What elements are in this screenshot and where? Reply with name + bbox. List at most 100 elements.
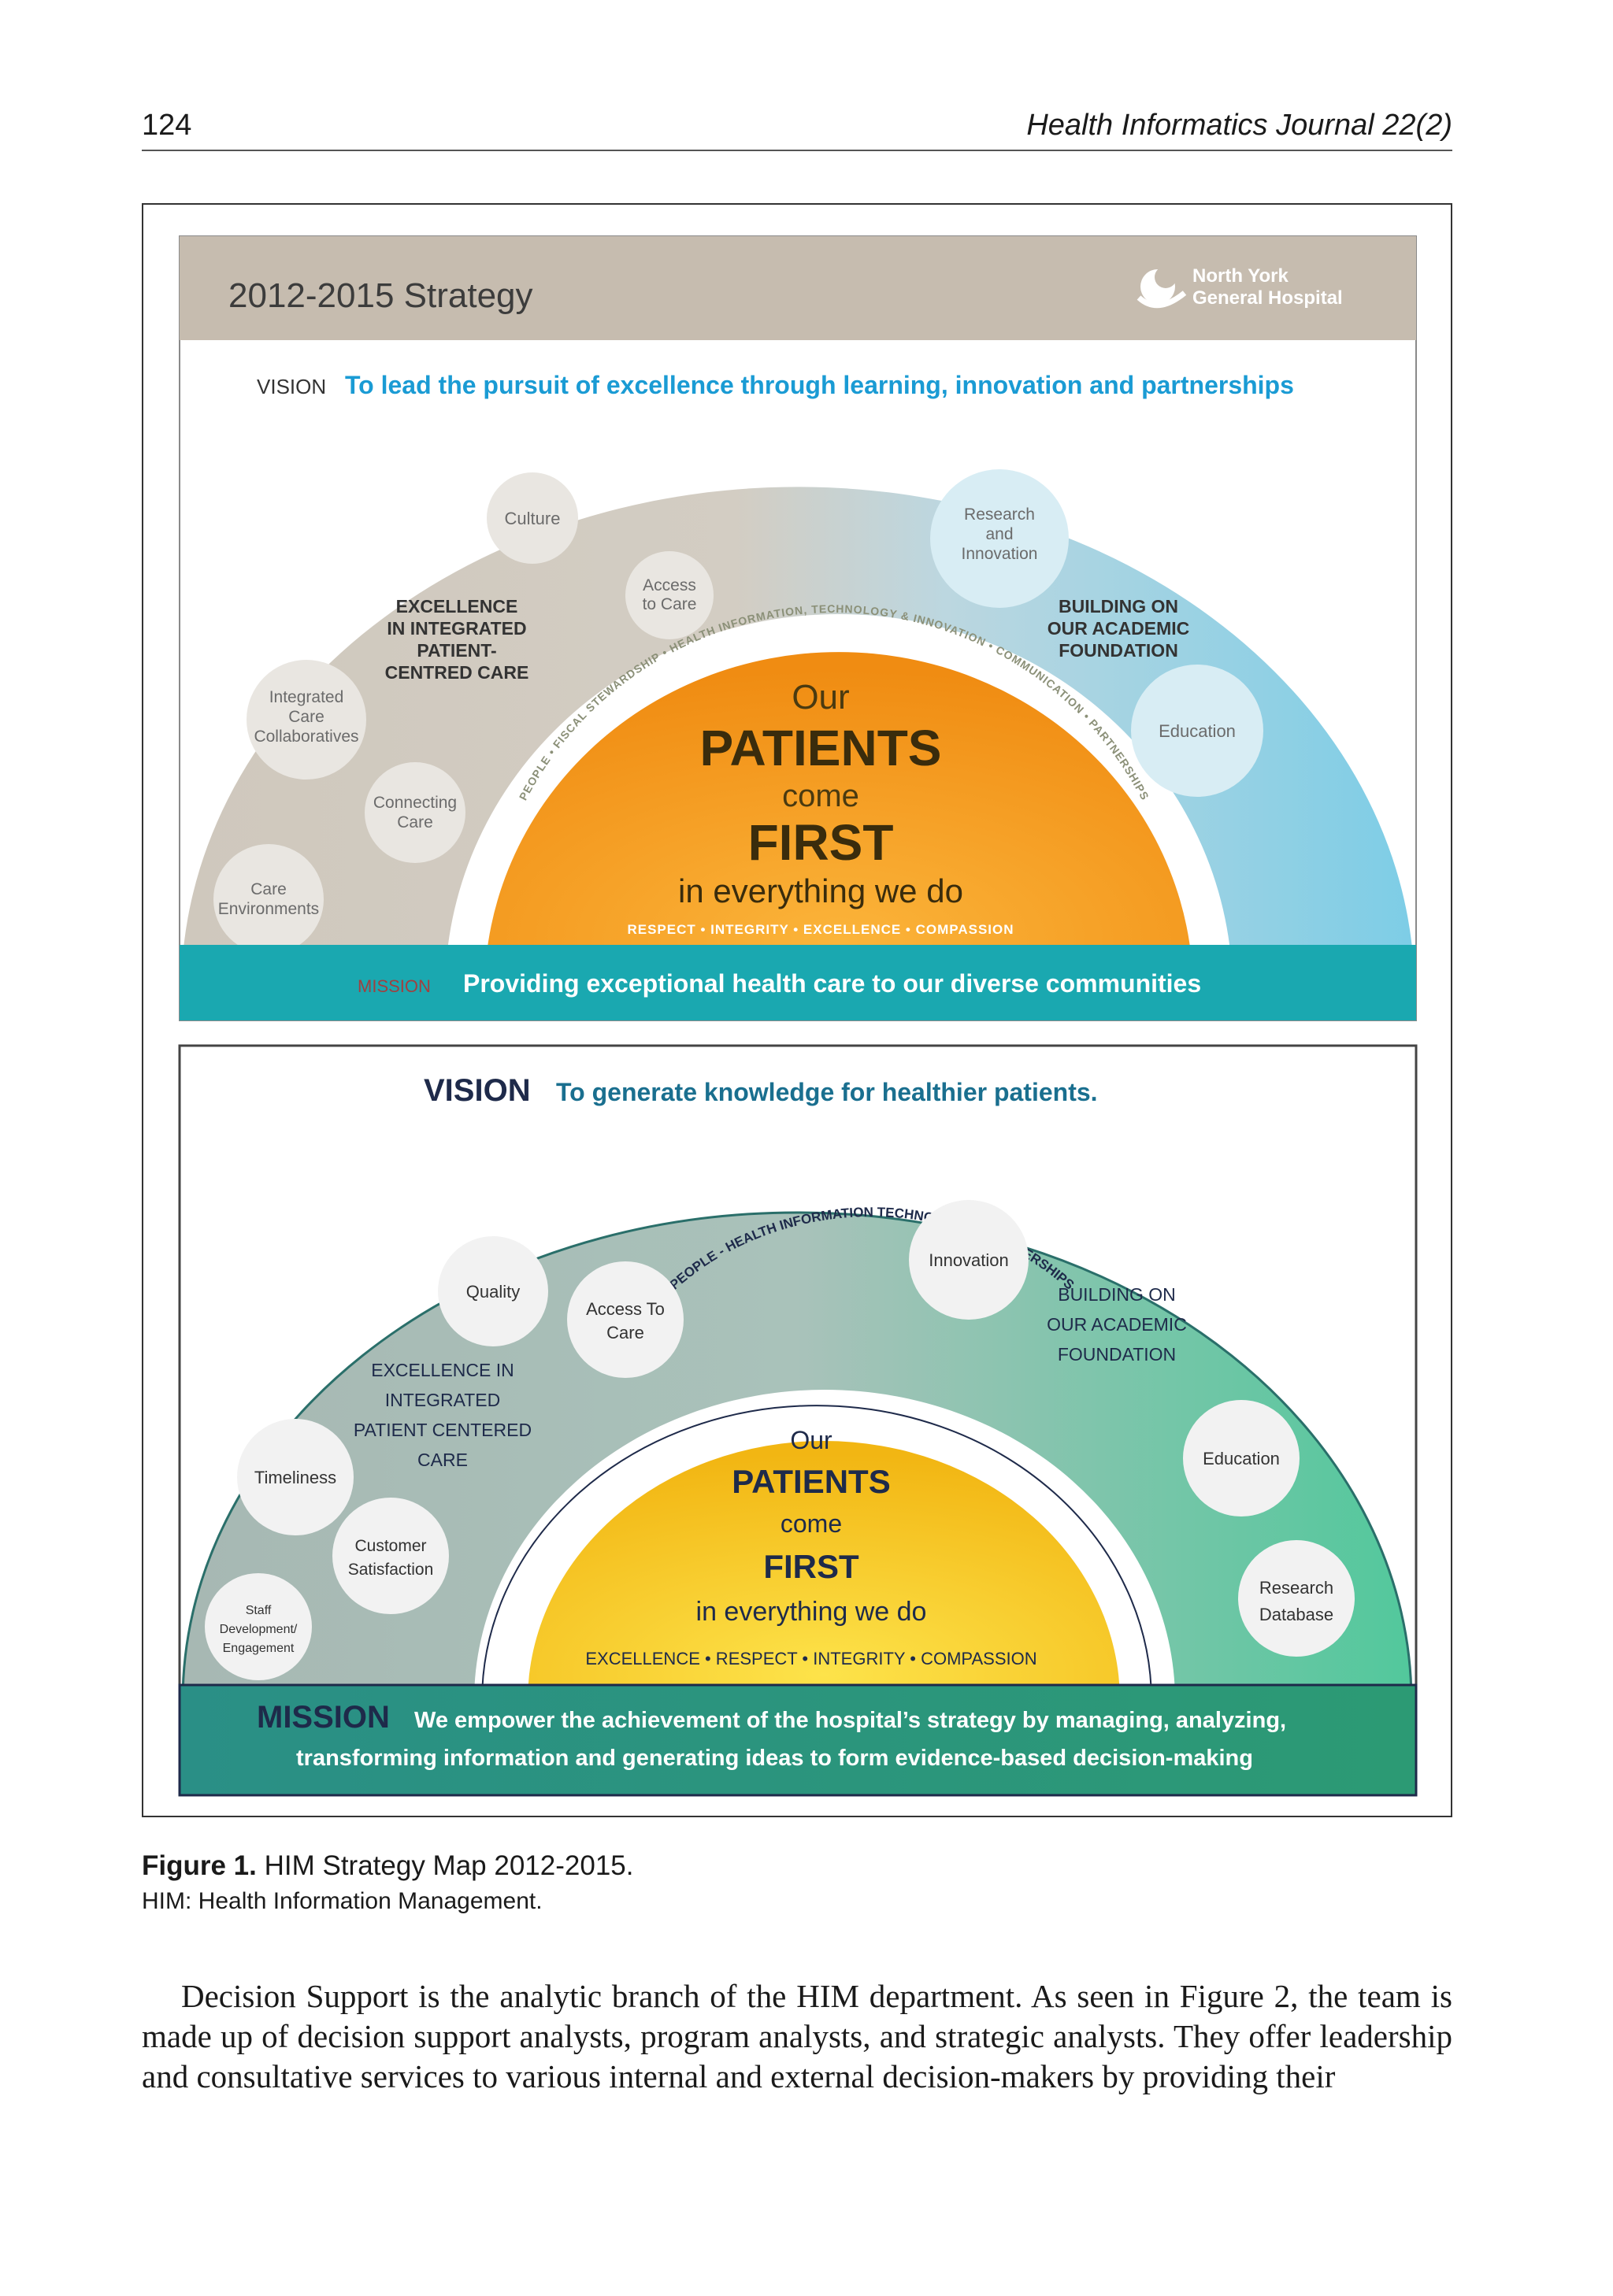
svg-text:PATIENT CENTERED: PATIENT CENTERED xyxy=(354,1420,532,1440)
mission-text: Providing exceptional health care to our… xyxy=(463,969,1201,998)
panel-2012-2015-strategy: 2012-2015 Strategy North York General Ho… xyxy=(179,235,1417,1021)
svg-text:PATIENTS: PATIENTS xyxy=(700,720,942,776)
svg-text:Collaboratives: Collaboratives xyxy=(254,728,358,746)
svg-text:Customer: Customer xyxy=(354,1537,426,1555)
svg-text:to Care: to Care xyxy=(643,595,697,613)
page-number: 124 xyxy=(142,109,192,142)
svg-text:OUR ACADEMIC: OUR ACADEMIC xyxy=(1047,1314,1187,1335)
mission-line1: We empower the achievement of the hospit… xyxy=(414,1708,1286,1733)
logo-line1: North York xyxy=(1192,265,1289,287)
svg-text:BUILDING ON: BUILDING ON xyxy=(1059,596,1178,617)
svg-text:Development/: Development/ xyxy=(220,1623,298,1636)
bubble-research-database: Research Database xyxy=(1238,1540,1355,1657)
svg-text:Connecting: Connecting xyxy=(373,794,457,812)
svg-text:FIRST: FIRST xyxy=(763,1548,859,1585)
paragraph-text: Decision Support is the analytic branch … xyxy=(142,1978,1452,2094)
bubble-education: Education xyxy=(1183,1400,1300,1516)
svg-text:and: and xyxy=(985,525,1013,543)
svg-text:Our: Our xyxy=(790,1426,832,1454)
svg-text:Our: Our xyxy=(792,678,849,717)
journal-title: Health Informatics Journal 22(2) xyxy=(1026,109,1452,142)
svg-text:Research: Research xyxy=(1259,1578,1333,1598)
right-heading: BUILDING ON OUR ACADEMIC FOUNDATION xyxy=(1048,596,1190,661)
bubble-staff-development: Staff Development/ Engagement xyxy=(205,1573,312,1680)
title-bar xyxy=(180,236,1416,340)
svg-text:Innovation: Innovation xyxy=(962,545,1038,563)
svg-text:Access: Access xyxy=(643,576,696,594)
svg-text:Education: Education xyxy=(1159,721,1236,741)
svg-text:Timeliness: Timeliness xyxy=(254,1468,336,1487)
svg-text:INTEGRATED: INTEGRATED xyxy=(385,1390,501,1410)
values-line: EXCELLENCE • RESPECT • INTEGRITY • COMPA… xyxy=(585,1649,1036,1668)
bubble-timeliness: Timeliness xyxy=(237,1419,354,1535)
bubble-education: Education xyxy=(1131,665,1263,797)
header-rule xyxy=(142,150,1452,151)
svg-text:come: come xyxy=(781,1509,842,1538)
svg-text:Culture: Culture xyxy=(505,509,561,528)
body-paragraph: Decision Support is the analytic branch … xyxy=(142,1976,1452,2097)
svg-text:Care: Care xyxy=(606,1323,644,1342)
svg-text:Database: Database xyxy=(1259,1605,1333,1624)
vision-text: To generate knowledge for healthier pati… xyxy=(556,1078,1098,1106)
vision-text: To lead the pursuit of excellence throug… xyxy=(345,371,1294,399)
svg-text:Staff: Staff xyxy=(246,1604,272,1617)
figure-note: HIM: Health Information Management. xyxy=(142,1888,543,1914)
sun-semicircle xyxy=(484,652,1193,992)
svg-text:Care: Care xyxy=(288,708,324,726)
svg-text:Education: Education xyxy=(1203,1449,1280,1468)
values-line: RESPECT • INTEGRITY • EXCELLENCE • COMPA… xyxy=(627,922,1014,937)
mission-label: MISSION xyxy=(358,976,431,996)
figure-caption: Figure 1. HIM Strategy Map 2012-2015. xyxy=(142,1850,633,1882)
left-heading: EXCELLENCE IN INTEGRATED PATIENT CENTERE… xyxy=(354,1360,532,1470)
svg-text:CENTRED CARE: CENTRED CARE xyxy=(385,662,529,683)
svg-text:BUILDING ON: BUILDING ON xyxy=(1058,1284,1176,1305)
figure-frame: 2012-2015 Strategy North York General Ho… xyxy=(142,203,1452,1817)
svg-text:FIRST: FIRST xyxy=(748,814,894,871)
svg-text:Care: Care xyxy=(397,813,433,831)
bubble-care-environments: Care Environments xyxy=(213,844,324,954)
mission-bar xyxy=(178,1683,1418,1797)
svg-text:FOUNDATION: FOUNDATION xyxy=(1059,640,1178,661)
svg-text:FOUNDATION: FOUNDATION xyxy=(1058,1344,1176,1365)
left-heading: EXCELLENCE IN INTEGRATED PATIENT- CENTRE… xyxy=(385,596,529,683)
svg-text:Integrated: Integrated xyxy=(269,688,344,706)
bubble-innovation: Innovation xyxy=(909,1200,1029,1320)
svg-text:come: come xyxy=(782,779,859,813)
svg-text:Engagement: Engagement xyxy=(223,1642,295,1655)
svg-text:EXCELLENCE IN: EXCELLENCE IN xyxy=(371,1360,514,1380)
figure-canvas: 2012-2015 Strategy North York General Ho… xyxy=(178,235,1418,1797)
mission-bar xyxy=(180,945,1416,1020)
hospital-logo: North York General Hospital xyxy=(1137,265,1343,309)
bubble-access-to-care: Access To Care xyxy=(567,1261,684,1378)
svg-text:in everything we do: in everything we do xyxy=(678,872,963,909)
svg-text:Environments: Environments xyxy=(218,900,319,918)
vision-label: VISION xyxy=(424,1073,531,1108)
bubble-culture: Culture xyxy=(487,472,578,564)
strategy-title: 2012-2015 Strategy xyxy=(228,276,533,315)
sun-semicircle xyxy=(528,1441,1120,1701)
svg-text:Innovation: Innovation xyxy=(929,1250,1009,1270)
right-heading: BUILDING ON OUR ACADEMIC FOUNDATION xyxy=(1047,1284,1187,1365)
logo-line2: General Hospital xyxy=(1192,287,1343,309)
svg-text:CARE: CARE xyxy=(417,1450,468,1470)
svg-text:PATIENT-: PATIENT- xyxy=(417,640,496,661)
center-message: Our PATIENTS come FIRST in everything we… xyxy=(627,678,1014,937)
mission-label: MISSION xyxy=(257,1700,390,1735)
bubble-integrated-care: Integrated Care Collaboratives xyxy=(247,660,366,780)
svg-text:in everything we do: in everything we do xyxy=(696,1597,927,1627)
figure-label: Figure 1. xyxy=(142,1850,257,1881)
svg-text:OUR ACADEMIC: OUR ACADEMIC xyxy=(1048,618,1190,639)
panel-him-strategy: VISION To generate knowledge for healthi… xyxy=(178,1044,1418,1797)
svg-text:Access To: Access To xyxy=(586,1299,665,1319)
vision-label: VISION xyxy=(257,375,326,398)
bubble-connecting-care: Connecting Care xyxy=(365,762,465,863)
svg-text:IN INTEGRATED: IN INTEGRATED xyxy=(387,618,526,639)
figure-title: HIM Strategy Map 2012-2015. xyxy=(264,1850,634,1881)
bubble-customer-satisfaction: Customer Satisfaction xyxy=(332,1498,449,1614)
svg-text:Care: Care xyxy=(250,880,287,898)
svg-text:Satisfaction: Satisfaction xyxy=(348,1561,434,1579)
svg-text:Research: Research xyxy=(964,505,1035,524)
bubble-access-to-care: Access to Care xyxy=(625,551,714,639)
mission-line2: transforming information and generating … xyxy=(296,1746,1253,1771)
svg-text:Quality: Quality xyxy=(466,1282,520,1302)
